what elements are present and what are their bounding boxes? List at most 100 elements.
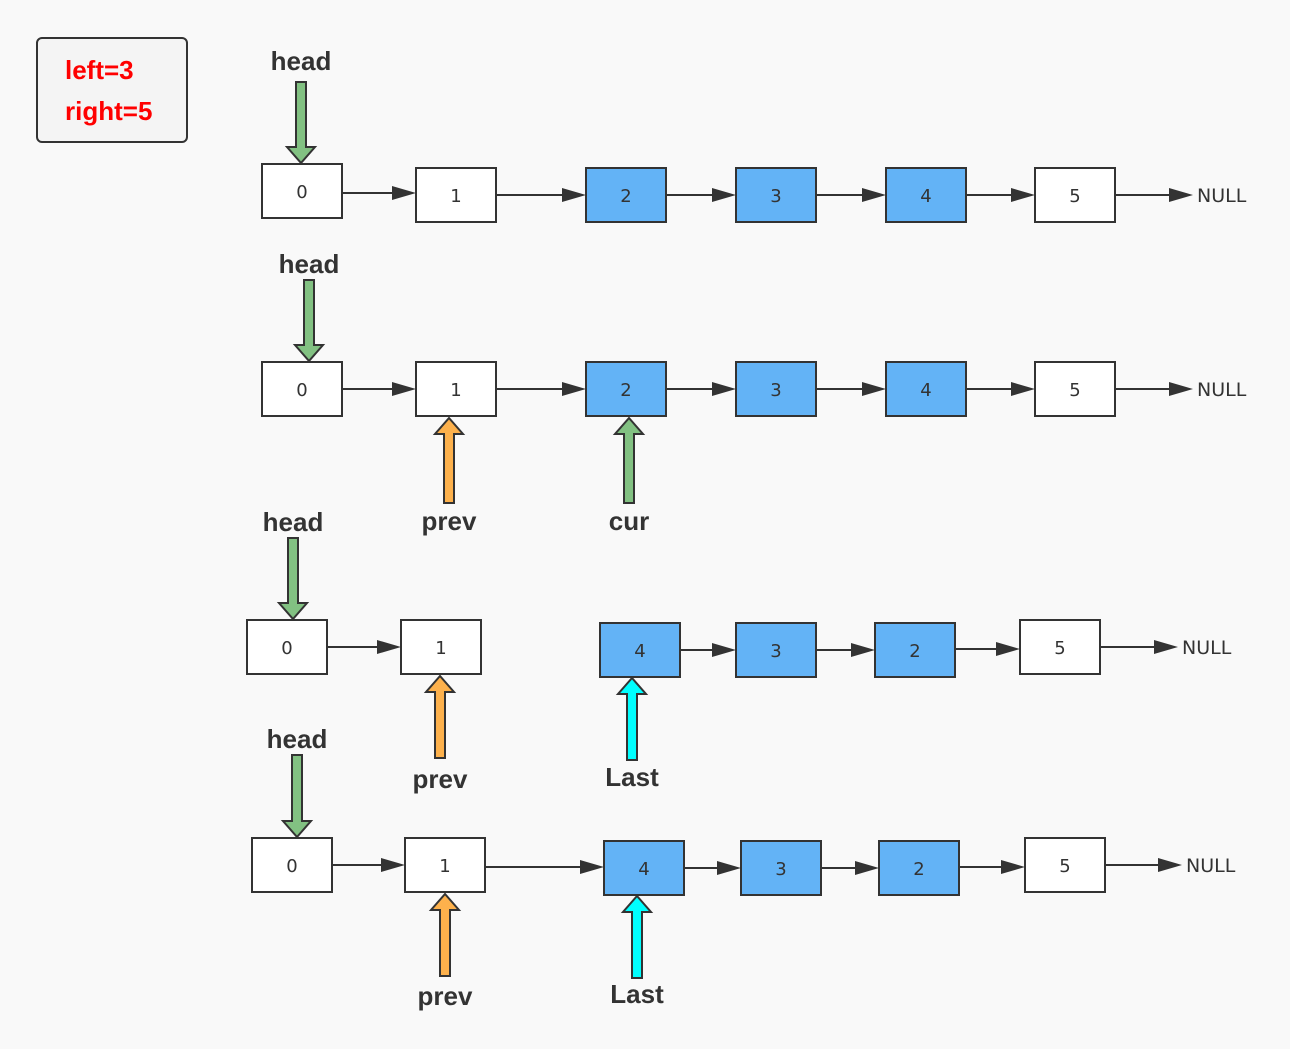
list-node: 2: [585, 167, 667, 223]
last-pointer-label: Last: [605, 762, 659, 792]
null-link-head: [1154, 640, 1178, 654]
cur-pointer-arrow: [612, 416, 646, 504]
list-node: 0: [251, 837, 333, 893]
param-left: left=3: [65, 55, 134, 85]
param-right: right=5: [65, 96, 152, 126]
node-box: [261, 361, 343, 417]
list-node: 3: [735, 167, 817, 223]
node-box: [878, 840, 960, 896]
prev-pointer-arrow: [423, 674, 457, 759]
node-box: [740, 840, 822, 896]
next-link-head: [392, 382, 416, 396]
node-value: 2: [913, 859, 924, 880]
list-node: 2: [585, 361, 667, 417]
next-link-head: [712, 643, 736, 657]
node-box: [735, 622, 817, 678]
head-pointer-label: head: [267, 724, 328, 754]
list-node: 2: [874, 622, 956, 678]
node-box: [603, 840, 685, 896]
list-node: 0: [261, 361, 343, 417]
node-box: [1019, 619, 1101, 675]
last-pointer-arrow: [620, 894, 654, 979]
next-link-head: [712, 382, 736, 396]
next-link-head: [1011, 382, 1035, 396]
head-pointer-label: head: [263, 507, 324, 537]
next-link-head: [381, 858, 405, 872]
node-value: 3: [770, 641, 781, 662]
last-pointer-label: Last: [610, 979, 664, 1009]
node-box: [261, 163, 343, 219]
list-node: 4: [885, 167, 967, 223]
node-value: 3: [770, 380, 781, 401]
node-box: [404, 837, 486, 893]
cur-pointer-label: cur: [609, 506, 649, 536]
list-node: 5: [1019, 619, 1101, 675]
node-box: [251, 837, 333, 893]
node-value: 0: [281, 638, 292, 659]
node-value: 4: [920, 186, 931, 207]
node-value: 0: [296, 380, 307, 401]
list-node: 4: [603, 840, 685, 896]
node-box: [415, 361, 497, 417]
list-node: 3: [740, 840, 822, 896]
prev-pointer-label: prev: [422, 506, 477, 536]
node-value: 0: [296, 182, 307, 203]
list-node: 5: [1024, 837, 1106, 893]
params-box-frame: [36, 37, 188, 143]
node-value: 3: [770, 186, 781, 207]
node-box: [585, 361, 667, 417]
head-pointer-arrow: [292, 279, 326, 363]
node-box: [1034, 361, 1116, 417]
null-link-head: [1169, 382, 1193, 396]
node-value: 1: [435, 638, 446, 659]
node-box: [246, 619, 328, 675]
list-node: 3: [735, 622, 817, 678]
node-value: 2: [620, 380, 631, 401]
node-value: 1: [450, 380, 461, 401]
next-link-head: [1001, 860, 1025, 874]
next-link-head: [392, 186, 416, 200]
node-value: 4: [634, 641, 645, 662]
node-box: [874, 622, 956, 678]
list-node: 4: [599, 622, 681, 678]
null-link-head: [1158, 858, 1182, 872]
head-pointer-arrow: [284, 81, 318, 165]
list-node: 0: [246, 619, 328, 675]
node-value: 1: [439, 856, 450, 877]
node-box: [1024, 837, 1106, 893]
list-node: 0: [261, 163, 343, 219]
head-pointer-arrow: [276, 537, 310, 621]
list-node: 1: [415, 167, 497, 223]
node-value: 3: [775, 859, 786, 880]
prev-pointer-arrow: [432, 416, 466, 504]
next-link-head: [851, 643, 875, 657]
next-link-head: [862, 188, 886, 202]
list-node: 1: [415, 361, 497, 417]
next-link-head: [377, 640, 401, 654]
list-node: 4: [885, 361, 967, 417]
list-node: 1: [404, 837, 486, 893]
head-pointer-label: head: [271, 46, 332, 76]
null-link-head: [1169, 188, 1193, 202]
node-box: [735, 361, 817, 417]
list-node: 1: [400, 619, 482, 675]
node-box: [585, 167, 667, 223]
next-link-head: [862, 382, 886, 396]
next-link-head: [855, 861, 879, 875]
node-box: [885, 361, 967, 417]
head-pointer-label: head: [279, 249, 340, 279]
next-link-head: [1011, 188, 1035, 202]
prev-pointer-label: prev: [413, 764, 468, 794]
null-label: NULL: [1186, 855, 1236, 877]
node-value: 2: [909, 641, 920, 662]
prev-pointer-label: prev: [418, 981, 473, 1011]
next-link-head: [562, 188, 586, 202]
node-value: 5: [1069, 380, 1080, 401]
